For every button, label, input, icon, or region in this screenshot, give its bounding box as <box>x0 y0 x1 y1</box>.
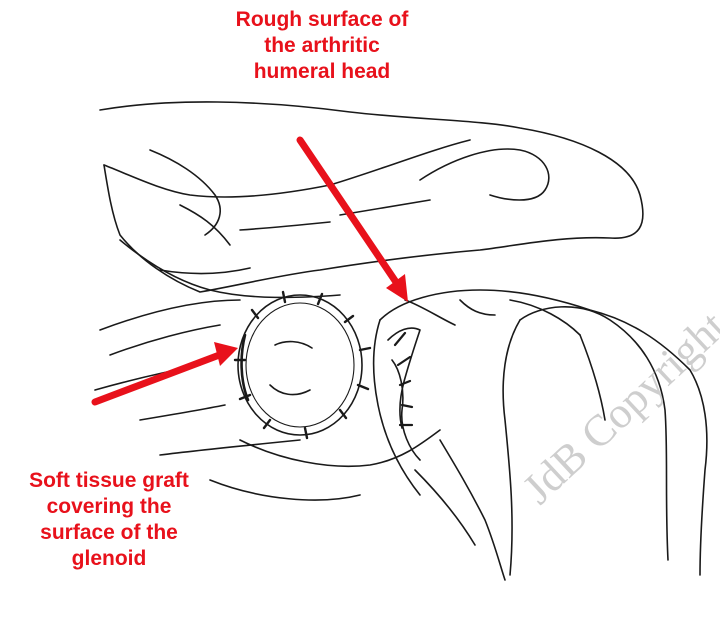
acromion-outline <box>100 102 643 292</box>
annotation-line: surface of the <box>0 520 218 546</box>
arrow-bottom <box>95 342 238 402</box>
humeral-head <box>380 290 707 575</box>
annotation-line: Rough surface of <box>222 7 422 33</box>
annotation-line: humeral head <box>222 59 422 85</box>
annotation-line: covering the <box>0 494 218 520</box>
annotation-line: glenoid <box>0 546 218 572</box>
annotation-line: Soft tissue graft <box>0 468 218 494</box>
annotation-glenoid-graft: Soft tissue graft covering the surface o… <box>0 468 218 572</box>
annotation-humeral-head: Rough surface of the arthritic humeral h… <box>222 7 422 85</box>
annotation-line: the arthritic <box>222 33 422 59</box>
